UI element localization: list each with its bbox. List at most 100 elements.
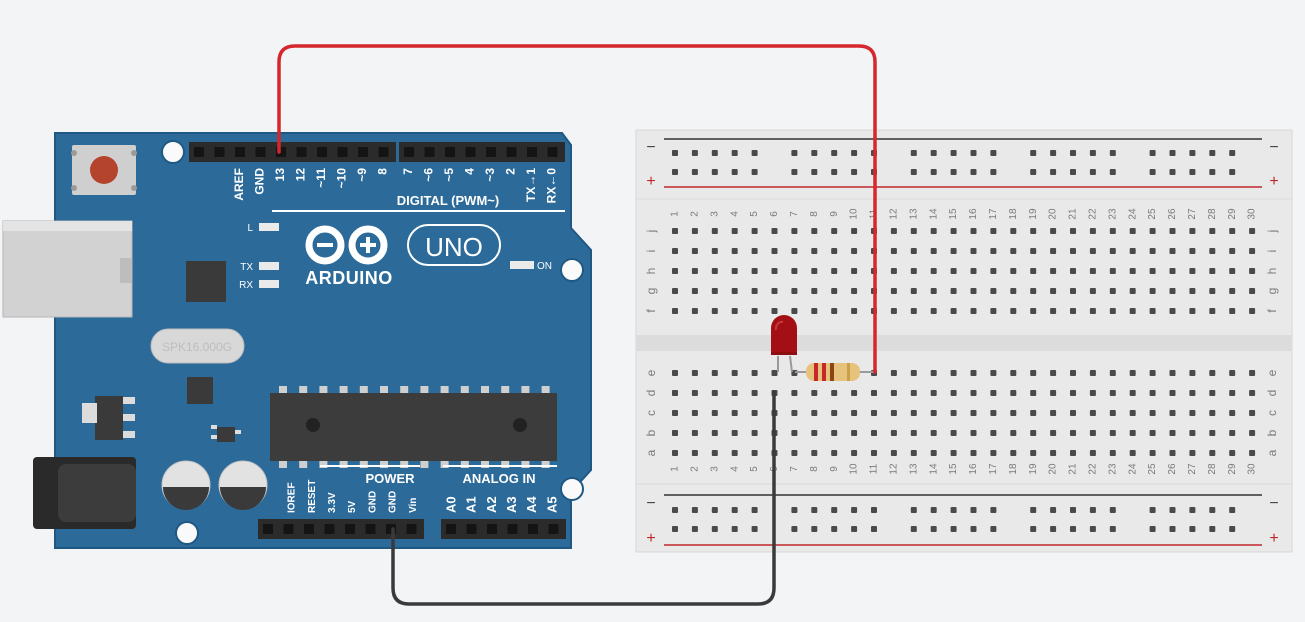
- breadboard-hole[interactable]: [871, 526, 877, 532]
- breadboard-hole[interactable]: [871, 430, 877, 436]
- breadboard-hole[interactable]: [751, 370, 758, 376]
- breadboard-hole[interactable]: [1209, 430, 1216, 436]
- breadboard[interactable]: −−++−−++ 1122334455667788991010111112121…: [635, 129, 1293, 553]
- breadboard-hole[interactable]: [1249, 248, 1256, 254]
- breadboard-hole[interactable]: [990, 507, 997, 513]
- breadboard-hole[interactable]: [1010, 410, 1017, 416]
- breadboard-hole[interactable]: [1030, 268, 1037, 274]
- breadboard-hole[interactable]: [751, 288, 758, 294]
- breadboard-hole[interactable]: [1129, 370, 1136, 376]
- breadboard-hole[interactable]: [1030, 308, 1037, 314]
- breadboard-hole[interactable]: [1189, 150, 1196, 156]
- breadboard-hole[interactable]: [831, 288, 838, 294]
- breadboard-hole[interactable]: [950, 308, 957, 314]
- breadboard-hole[interactable]: [1209, 288, 1216, 294]
- breadboard-hole[interactable]: [1070, 228, 1076, 234]
- breadboard-hole[interactable]: [831, 390, 838, 396]
- breadboard-hole[interactable]: [1129, 390, 1136, 396]
- breadboard-hole[interactable]: [970, 150, 977, 156]
- breadboard-hole[interactable]: [1109, 150, 1116, 156]
- breadboard-hole[interactable]: [1149, 370, 1156, 376]
- breadboard-hole[interactable]: [950, 169, 957, 175]
- digital-header-right[interactable]: [399, 142, 565, 162]
- breadboard-hole[interactable]: [990, 390, 997, 396]
- breadboard-hole[interactable]: [1229, 390, 1236, 396]
- breadboard-hole[interactable]: [1229, 308, 1236, 314]
- breadboard-hole[interactable]: [711, 507, 718, 513]
- breadboard-hole[interactable]: [890, 390, 897, 396]
- breadboard-hole[interactable]: [1149, 526, 1156, 532]
- breadboard-hole[interactable]: [970, 228, 977, 234]
- breadboard-hole[interactable]: [1169, 288, 1176, 294]
- breadboard-hole[interactable]: [1169, 507, 1176, 513]
- breadboard-hole[interactable]: [811, 450, 818, 456]
- breadboard-hole[interactable]: [1109, 410, 1116, 416]
- breadboard-hole[interactable]: [910, 430, 917, 436]
- breadboard-hole[interactable]: [910, 526, 917, 532]
- breadboard-hole[interactable]: [672, 430, 678, 436]
- breadboard-hole[interactable]: [970, 308, 977, 314]
- breadboard-hole[interactable]: [711, 370, 718, 376]
- breadboard-hole[interactable]: [990, 410, 997, 416]
- breadboard-hole[interactable]: [1070, 150, 1076, 156]
- breadboard-hole[interactable]: [711, 526, 718, 532]
- breadboard-hole[interactable]: [1149, 268, 1156, 274]
- header-pin[interactable]: [337, 147, 348, 157]
- breadboard-hole[interactable]: [851, 268, 858, 274]
- breadboard-hole[interactable]: [731, 169, 738, 175]
- breadboard-hole[interactable]: [751, 507, 758, 513]
- breadboard-hole[interactable]: [1089, 507, 1096, 513]
- breadboard-hole[interactable]: [751, 248, 758, 254]
- breadboard-hole[interactable]: [831, 248, 838, 254]
- breadboard-hole[interactable]: [751, 390, 758, 396]
- breadboard-hole[interactable]: [1030, 526, 1037, 532]
- breadboard-hole[interactable]: [1109, 248, 1116, 254]
- header-pin[interactable]: [445, 147, 455, 157]
- breadboard-hole[interactable]: [1010, 268, 1017, 274]
- breadboard-hole[interactable]: [1169, 526, 1176, 532]
- header-pin[interactable]: [404, 147, 414, 157]
- breadboard-hole[interactable]: [1249, 390, 1256, 396]
- header-pin[interactable]: [317, 147, 327, 157]
- breadboard-hole[interactable]: [1070, 390, 1076, 396]
- breadboard-hole[interactable]: [751, 268, 758, 274]
- breadboard-hole[interactable]: [1149, 410, 1156, 416]
- breadboard-hole[interactable]: [1030, 288, 1037, 294]
- breadboard-hole[interactable]: [691, 268, 698, 274]
- breadboard-hole[interactable]: [910, 248, 917, 254]
- breadboard-hole[interactable]: [751, 430, 758, 436]
- breadboard-hole[interactable]: [1109, 390, 1116, 396]
- breadboard-hole[interactable]: [1109, 507, 1116, 513]
- breadboard-hole[interactable]: [970, 248, 977, 254]
- breadboard-hole[interactable]: [1050, 526, 1057, 532]
- breadboard-hole[interactable]: [990, 370, 997, 376]
- breadboard-hole[interactable]: [1249, 228, 1256, 234]
- breadboard-hole[interactable]: [950, 288, 957, 294]
- breadboard-hole[interactable]: [990, 248, 997, 254]
- breadboard-hole[interactable]: [731, 450, 738, 456]
- breadboard-hole[interactable]: [1189, 308, 1196, 314]
- breadboard-hole[interactable]: [1189, 390, 1196, 396]
- resistor[interactable]: [795, 363, 876, 381]
- breadboard-hole[interactable]: [791, 288, 798, 294]
- breadboard-hole[interactable]: [1070, 308, 1076, 314]
- breadboard-hole[interactable]: [711, 390, 718, 396]
- header-pin[interactable]: [365, 524, 376, 534]
- breadboard-hole[interactable]: [851, 410, 858, 416]
- breadboard-hole[interactable]: [672, 450, 678, 456]
- breadboard-hole[interactable]: [672, 308, 678, 314]
- breadboard-hole[interactable]: [990, 288, 997, 294]
- breadboard-hole[interactable]: [1209, 248, 1216, 254]
- breadboard-hole[interactable]: [1129, 410, 1136, 416]
- breadboard-hole[interactable]: [731, 150, 738, 156]
- breadboard-hole[interactable]: [1109, 228, 1116, 234]
- breadboard-hole[interactable]: [1229, 169, 1236, 175]
- breadboard-hole[interactable]: [691, 248, 698, 254]
- breadboard-hole[interactable]: [1070, 430, 1076, 436]
- breadboard-hole[interactable]: [1010, 390, 1017, 396]
- breadboard-hole[interactable]: [672, 169, 678, 175]
- breadboard-hole[interactable]: [871, 507, 877, 513]
- breadboard-hole[interactable]: [1089, 430, 1096, 436]
- breadboard-hole[interactable]: [1050, 169, 1057, 175]
- digital-header-left[interactable]: [189, 142, 396, 162]
